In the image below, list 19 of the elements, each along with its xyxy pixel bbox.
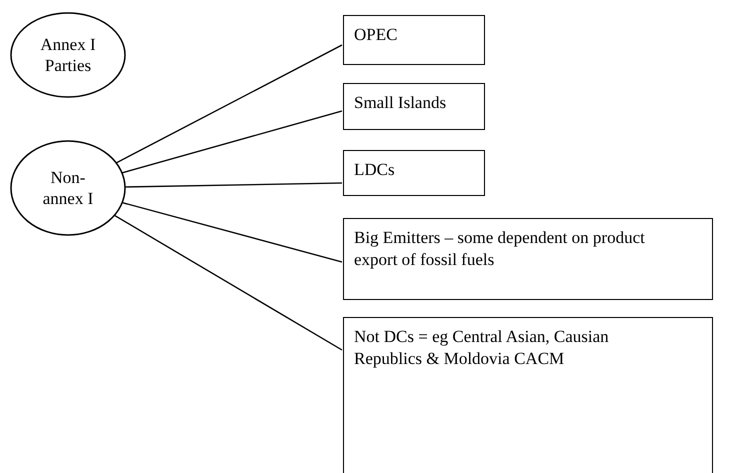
connector-line	[116, 44, 342, 164]
connector-line	[114, 214, 342, 351]
ellipse-node	[10, 12, 126, 98]
node-label: OPEC	[354, 24, 398, 46]
connector-line	[122, 202, 342, 263]
text-box	[343, 150, 485, 196]
text-box	[343, 218, 713, 300]
node-label: Not DCs = eg Central Asian, Causian Republics & Moldovia CACM	[354, 326, 610, 370]
ellipse-node	[10, 140, 126, 236]
text-box	[343, 83, 485, 130]
node-label: LDCs	[354, 159, 396, 181]
connector-line	[124, 182, 342, 188]
node-label: Non-annex I	[42, 167, 94, 209]
text-box	[343, 15, 485, 65]
text-box	[343, 317, 713, 473]
node-label: Small Islands	[354, 92, 448, 114]
node-label: Big Emitters – some dependent on product export of fossil fuels	[354, 227, 646, 271]
node-label: Annex I Parties	[39, 34, 97, 76]
connector-line	[122, 110, 342, 174]
